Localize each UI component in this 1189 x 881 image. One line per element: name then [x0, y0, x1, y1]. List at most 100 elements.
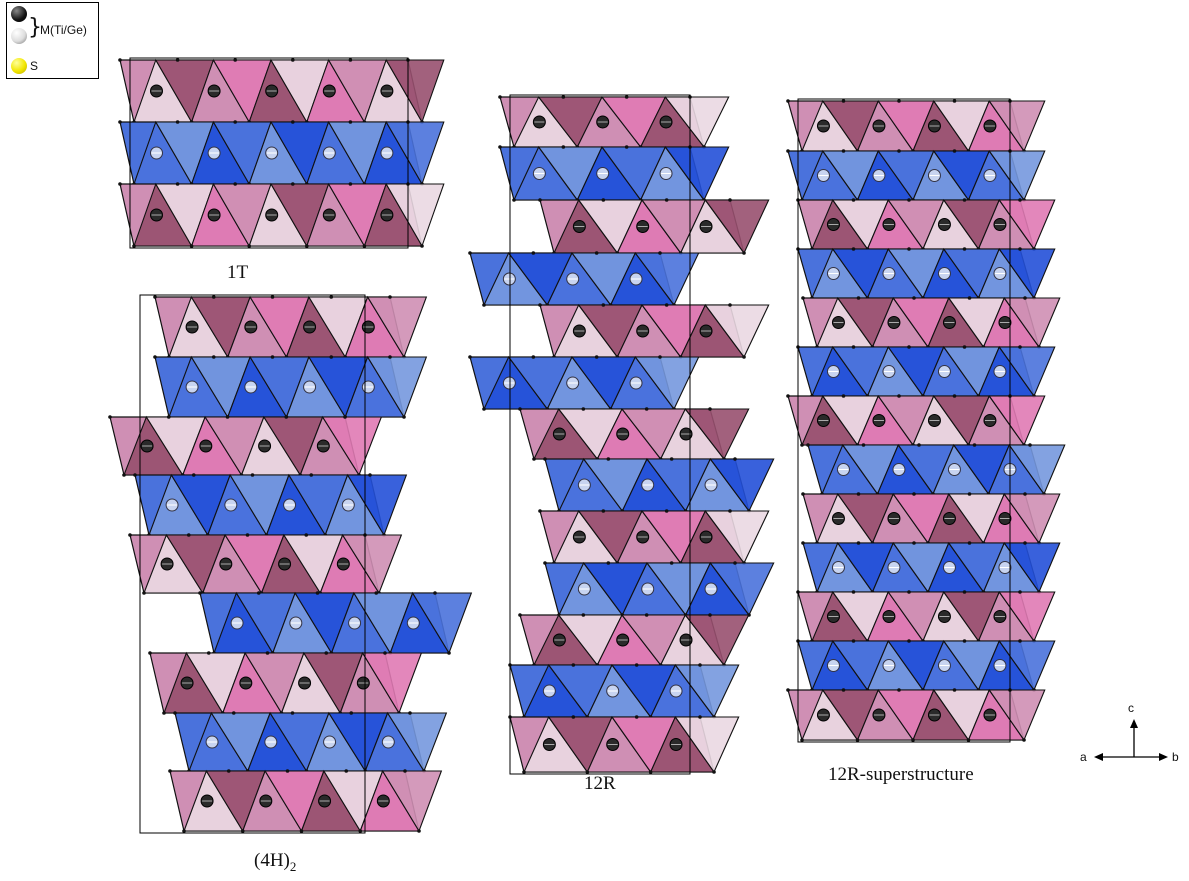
sulfur-vertex	[742, 355, 746, 359]
sulfur-vertex	[658, 251, 662, 255]
pink-octahedron-face	[988, 689, 1046, 742]
sulfur-vertex	[856, 541, 861, 545]
sulfur-vertex	[518, 407, 522, 411]
sulfur-vertex	[388, 295, 392, 299]
sulfur-vertex	[166, 415, 171, 419]
blue-octahedron-face	[998, 248, 1056, 300]
pink-octahedron-face	[366, 296, 428, 359]
sulfur-vertex	[211, 295, 216, 299]
sulfur-vertex	[1028, 443, 1032, 447]
sulfur-vertex	[962, 198, 967, 202]
sulfur-vertex	[329, 355, 334, 359]
caption-12r: 12R	[584, 773, 616, 794]
sulfur-vertex	[132, 244, 136, 248]
sulfur-vertex	[801, 492, 805, 496]
pink-octahedron-face	[998, 199, 1056, 251]
sulfur-vertex	[512, 198, 516, 202]
blue-octahedron-face	[709, 458, 775, 513]
sulfur-vertex	[897, 688, 901, 692]
sulfur-vertex	[851, 639, 856, 643]
sulfur-vertex	[245, 533, 250, 537]
sulfur-vertex	[305, 244, 309, 248]
sulfur-vertex	[786, 99, 790, 103]
sulfur-vertex	[952, 149, 957, 153]
sulfur-vertex	[801, 541, 805, 545]
sulfur-vertex	[966, 738, 971, 742]
sulfur-vertex	[173, 711, 177, 715]
blue-octahedron-face	[1003, 542, 1061, 594]
sulfur-vertex	[841, 394, 846, 398]
pink-octahedron-face	[684, 614, 750, 667]
sulfur-vertex	[543, 457, 547, 461]
sulfur-vertex	[128, 533, 132, 537]
sulfur-vertex	[329, 295, 334, 299]
sulfur-vertex	[624, 145, 629, 149]
sulfur-vertex	[698, 715, 702, 719]
sulfur-vertex	[912, 492, 916, 496]
sulfur-vertex	[175, 120, 180, 124]
legend-box: } M(Ti/Ge) S	[6, 2, 99, 79]
sulfur-vertex	[1018, 198, 1022, 202]
sulfur-vertex	[118, 182, 122, 186]
sulfur-vertex	[206, 651, 211, 655]
sulfur-vertex	[468, 251, 472, 255]
sulfur-vertex	[851, 247, 856, 251]
sulfur-vertex	[108, 415, 112, 419]
sulfur-vertex	[256, 591, 261, 595]
sulfur-vertex	[285, 769, 290, 773]
pink-octahedron-face	[988, 100, 1046, 153]
sulfur-vertex	[482, 407, 486, 411]
legend-metal-label: M(Ti/Ge)	[40, 23, 87, 37]
pink-octahedron-face	[664, 96, 730, 149]
sulfur-vertex	[606, 561, 611, 565]
legend-metal-black	[11, 6, 27, 22]
sulfur-vertex	[348, 182, 353, 186]
sulfur-vertex	[601, 198, 606, 202]
pink-octahedron-face	[988, 395, 1046, 447]
caption-4h2-sub: 2	[289, 858, 297, 874]
sulfur-vertex	[498, 95, 502, 99]
sulfur-vertex	[972, 443, 977, 447]
legend-sulfur-label: S	[30, 59, 39, 73]
sulfur-vertex	[571, 715, 576, 719]
sulfur-vertex	[962, 590, 967, 594]
sulfur-vertex	[175, 182, 180, 186]
sulfur-vertex	[698, 663, 702, 667]
axis-b-label: b	[1172, 750, 1179, 764]
blue-octahedron-face	[709, 562, 775, 617]
sulfur-vertex	[182, 829, 186, 833]
pink-octahedron-face	[998, 591, 1056, 643]
sulfur-vertex	[417, 829, 421, 833]
pink-octahedron-face	[704, 199, 770, 255]
pink-octahedron-face	[361, 652, 423, 715]
sulfur-vertex	[1018, 590, 1022, 594]
sulfur-vertex	[851, 590, 856, 594]
sulfur-vertex	[420, 244, 424, 248]
sulfur-vertex	[806, 443, 810, 447]
sulfur-vertex	[1022, 738, 1026, 742]
sulfur-vertex	[532, 457, 536, 461]
structure-12R-super	[786, 98, 1066, 743]
pink-octahedron-face	[381, 770, 443, 833]
sulfur-vertex	[644, 613, 649, 617]
sulfur-vertex	[299, 829, 304, 833]
sulfur-vertex	[708, 407, 712, 411]
sulfur-vertex	[585, 770, 590, 774]
sulfur-vertex	[606, 457, 611, 461]
pink-octahedron-face	[684, 408, 750, 461]
sulfur-vertex	[1023, 492, 1027, 496]
caption-4h2: (4H)2	[254, 850, 296, 875]
sulfur-vertex	[543, 561, 547, 565]
sulfur-vertex	[468, 355, 472, 359]
sulfur-vertex	[786, 688, 790, 692]
sulfur-vertex	[917, 443, 921, 447]
sulfur-vertex	[601, 509, 606, 513]
sulfur-vertex	[198, 591, 202, 595]
sulfur-vertex	[967, 492, 972, 496]
pink-octahedron-face	[385, 183, 445, 248]
sulfur-vertex	[1018, 639, 1022, 643]
sulfur-vertex	[856, 492, 861, 496]
sulfur-vertex	[291, 120, 295, 124]
axis-c-label: c	[1128, 701, 1134, 715]
sulfur-vertex	[897, 99, 901, 103]
